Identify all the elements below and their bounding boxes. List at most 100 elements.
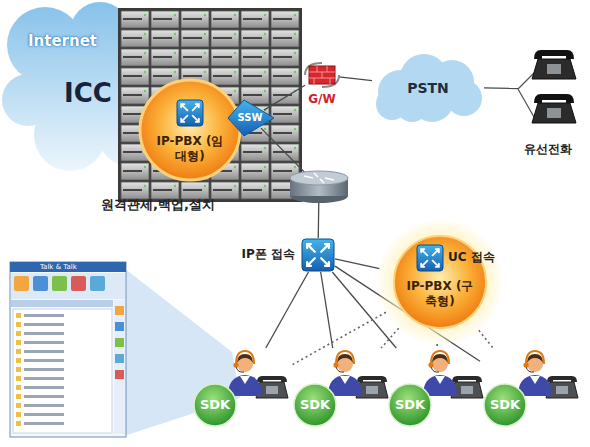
phone-fork	[518, 73, 534, 117]
phone-keypad	[266, 386, 278, 394]
agent-body	[518, 375, 552, 396]
agent-earpiece	[428, 362, 433, 367]
agent-body	[228, 375, 262, 396]
agent-body	[328, 375, 362, 396]
pbx-icon-arrow	[433, 261, 439, 267]
phone-body	[532, 59, 576, 79]
pbx-icon	[177, 100, 203, 126]
pbx-icon-arrow	[193, 104, 199, 110]
pbx-circle: UC 접속 IP-PBX (구축형)	[378, 220, 502, 344]
agent-earpiece	[233, 362, 238, 367]
node-text: ICC	[64, 78, 112, 108]
phone-handset	[452, 376, 482, 382]
sdk-node-shape	[290, 348, 390, 440]
sdk-circle	[194, 384, 236, 426]
phone-handset	[547, 376, 577, 382]
dotted-link	[290, 312, 386, 366]
sdk-node-shape	[480, 348, 580, 440]
software-screenshot	[11, 273, 125, 299]
pbx-icon-arrow	[421, 261, 427, 267]
phone-handset	[534, 94, 574, 103]
ip-phone-switch: IP폰 접속	[301, 238, 335, 272]
agent-collar	[530, 376, 540, 384]
software-screenshot	[90, 276, 105, 291]
window-title: Talk & Talk	[40, 262, 77, 272]
sdk-node: SDK	[385, 348, 485, 440]
software-screenshot	[115, 322, 124, 331]
firewall-brick	[309, 66, 335, 84]
sdk-node: SDK	[480, 348, 580, 440]
agent-mic	[526, 367, 534, 372]
agent-collar	[435, 376, 445, 384]
network-line	[339, 77, 372, 81]
software-screenshot	[115, 306, 124, 315]
pstn-cloud: PSTN	[372, 52, 484, 122]
network-line	[484, 87, 518, 89]
gateway-icon-shape	[305, 62, 339, 88]
software-screenshot	[115, 338, 124, 347]
software-screenshot	[52, 276, 67, 291]
cloud-shape	[121, 8, 189, 76]
router-icon	[304, 173, 334, 183]
server-rack	[118, 8, 302, 202]
sdk-node-shape	[190, 348, 290, 440]
pbx-icon-arrow	[321, 244, 329, 252]
pbx-icon	[417, 245, 443, 271]
pbx-icon-arrow	[321, 258, 329, 266]
phone-keypad	[556, 386, 568, 394]
ip-phone-switch-shape	[301, 238, 335, 272]
agent-collar	[240, 376, 250, 384]
node-text: IP-PBX (구축형)	[405, 279, 475, 309]
sdk-node: SDK	[290, 348, 390, 440]
node-text: SDK	[294, 397, 336, 413]
agent-hair	[237, 354, 253, 363]
software-screenshot	[10, 262, 126, 437]
software-screenshot	[33, 276, 48, 291]
phone-keypad	[461, 386, 473, 394]
agent-hair	[432, 354, 448, 363]
agent-mic	[431, 367, 439, 372]
pbx-circle: IP-PBX (임대형)	[138, 78, 242, 182]
software-screenshot	[11, 300, 113, 307]
network-line	[266, 272, 309, 348]
node-text: UC 접속	[448, 250, 495, 265]
dotted-link	[381, 328, 399, 348]
agent-headset	[431, 351, 449, 364]
sdk-circle	[484, 384, 526, 426]
agent-hair	[527, 354, 543, 363]
node-text: SDK	[389, 397, 431, 413]
server-rack	[118, 8, 302, 202]
note-text: 원격관제,백업,설치	[83, 197, 233, 213]
software-screenshot	[71, 276, 86, 291]
network-line	[335, 259, 379, 269]
software-screenshot	[13, 309, 112, 433]
agent-earpiece	[523, 362, 528, 367]
software-screenshot	[114, 300, 125, 434]
software-screenshot	[10, 262, 126, 272]
agent-earpiece	[333, 362, 338, 367]
phone-keypad	[547, 64, 561, 74]
firewall-mortar	[309, 66, 335, 84]
phone-body	[532, 103, 576, 123]
cloud-outline	[117, 4, 193, 80]
node-text: Internet	[28, 32, 97, 50]
wired-phones: 유선전화	[518, 45, 578, 133]
pbx-icon-arrow	[193, 116, 199, 122]
node-text: 유선전화	[510, 142, 586, 156]
phone-handset	[257, 376, 287, 382]
pbx-circle-shape	[138, 78, 242, 182]
agent-mic	[336, 367, 344, 372]
callout-shade	[124, 268, 240, 436]
node-text: IP폰 접속	[242, 247, 295, 262]
dotted-link	[436, 344, 438, 348]
agent-headset	[236, 351, 254, 364]
router-icon	[290, 171, 348, 203]
router-icon	[290, 171, 348, 185]
pbx-halo	[378, 220, 502, 344]
pbx-icon-arrow	[433, 249, 439, 255]
sdk-node: SDK	[190, 348, 290, 440]
software-screenshot	[115, 370, 124, 379]
